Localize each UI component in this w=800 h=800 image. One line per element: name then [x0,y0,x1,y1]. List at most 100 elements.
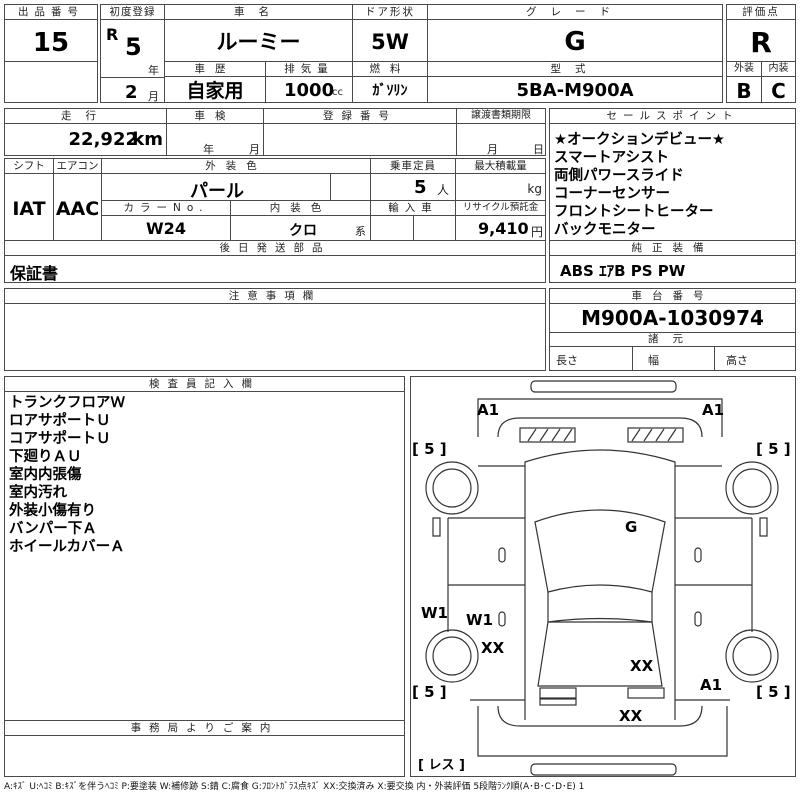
capacity-label: 乗車定員 [371,159,455,174]
exterior-score-label: 外装 [727,62,761,77]
car-name-value: ルーミー [216,30,301,54]
import-car-cell: 輸入車 [370,200,456,241]
spare-tire-mark: [ レス ] [418,758,465,773]
car-name-cell: 車名 ルーミー [164,4,353,62]
first-registration-label: 初度登録 [101,5,164,20]
registration-divider [101,77,164,78]
color-number-value: W24 [146,219,186,238]
interior-score-value: C [771,79,786,103]
color-number-label: カラーNo. [102,201,230,216]
transfer-month-unit: 月 [487,143,498,156]
damage-code-legend: A:ｷｽﾞ U:ﾍｺﾐ B:ｷｽﾞを伴うﾍｺﾐ P:要塗装 W:補修跡 S:錆 … [4,782,585,792]
model-value: 5BA-M900A [516,80,634,101]
damage-mark-front-left: A1 [477,401,500,419]
car-diagram-panel [410,376,796,777]
damage-mark-windshield: G [625,518,638,536]
era-value: R [106,25,119,44]
displacement-cell: 排気量 1000 cc [265,61,353,103]
car-name-label: 車名 [165,5,352,20]
inspector-note-line: バンパー下Ａ [9,521,97,537]
history-cell: 車歴 自家用 [164,61,266,103]
specs-label: 諸元 [550,333,795,347]
shift-label: シフト [5,159,53,174]
max-load-label: 最大積載量 [456,159,545,174]
year-value: 5 [125,33,142,61]
transfer-deadline-label: 譲渡書類期限 [457,109,545,124]
max-load-unit: kg [527,182,542,196]
inspection-label: 車検 [167,109,263,124]
lot-number-value: 15 [32,28,70,58]
displacement-label: 排気量 [266,62,352,77]
recycle-fee-label: リサイクル預託金 [456,201,545,216]
tire-mark-rear-left: [ 5 ] [412,683,447,701]
inspector-note-line: ホイールカバーＡ [9,539,125,555]
damage-mark-left-side: W1 [421,604,448,622]
inspector-note-line: コアサポートＵ [9,431,111,447]
specs-divider [632,347,633,370]
interior-score-label: 内装 [762,62,795,77]
chassis-number-value: M900A-1030974 [581,306,764,330]
capacity-value: 5 [414,177,427,198]
month-unit: 月 [148,90,159,103]
aircon-value: AAC [55,198,100,220]
fuel-cell: 燃料 ｶﾞｿﾘﾝ [352,61,428,103]
exterior-color-value: パール [190,181,244,202]
displacement-unit: cc [332,87,343,98]
tire-mark-rear-right: [ 5 ] [756,683,791,701]
lot-number-label: 出品番号 [5,5,97,20]
inspector-note-line: トランクフロアＷ [9,395,125,411]
sales-point-item: ★オークションデビュー★ [554,132,725,148]
color-number-cell: カラーNo. W24 [101,200,231,241]
sales-point-item: フロントシートヒーター [554,204,714,220]
recycle-fee-value: 9,410 [478,219,529,238]
later-parts-cell: 後日発送部品 保証書 [4,240,546,283]
import-car-divider [413,216,414,240]
capacity-cell: 乗車定員 5 人 [370,158,456,201]
inspection-year-unit: 年 [203,143,214,156]
specs-height-label: 高さ [726,354,748,367]
exterior-color-cell: 外装色 パール [101,158,371,202]
specs-width-label: 幅 [648,354,659,367]
interior-color-unit: 系 [355,225,366,238]
interior-score-cell: 内装 C [761,61,796,103]
score-cell: 評価点 R [726,4,796,62]
recycle-fee-unit: 円 [531,225,544,239]
exterior-score-value: B [736,79,752,103]
fuel-value: ｶﾞｿﾘﾝ [372,83,408,99]
exterior-color-label: 外装色 [102,159,370,174]
recycle-fee-cell: リサイクル預託金 9,410 円 [455,200,546,241]
equipment-label: 純正装備 [550,241,795,256]
office-notice-cell: 事務局よりご案内 [4,720,405,777]
inspector-note-line: ロアサポートＵ [9,413,111,429]
tire-mark-front-right: [ 5 ] [756,440,791,458]
grade-label: グレード [428,5,722,20]
interior-color-label: 内装色 [231,201,370,216]
equipment-cell: 純正装備 ABS ｴｱB PS PW [549,240,796,283]
tire-mark-front-left: [ 5 ] [412,440,447,458]
lot-extra-cell [4,61,98,103]
sales-points-label: セールスポイント [550,109,795,124]
damage-mark-rear-bumper: XX [619,707,643,725]
door-label: ドア形状 [353,5,427,20]
displacement-value: 1000 [284,80,335,101]
history-label: 車歴 [165,62,265,77]
sales-point-item: スマートアシスト [554,150,669,166]
inspector-notes-cell: 検査員記入欄 トランクフロアＷ ロアサポートＵ コアサポートＵ 下廻りＡＵ 室内… [4,376,405,721]
later-parts-label: 後日発送部品 [5,241,545,256]
registration-number-label: 登録番号 [264,109,456,124]
damage-mark-front-right: A1 [702,401,725,419]
grade-cell: グレード G [427,4,723,62]
inspector-note-line: 下廻りＡＵ [9,449,82,465]
later-parts-value: 保証書 [10,264,59,283]
score-label: 評価点 [727,5,795,20]
capacity-unit: 人 [437,183,450,197]
model-cell: 型式 5BA-M900A [427,61,723,103]
year-unit: 年 [148,64,159,77]
inspector-note-line: 外装小傷有り [9,503,96,519]
transfer-deadline-cell: 譲渡書類期限 月 日 [456,108,546,156]
inspection-cell: 車検 年 月 [166,108,264,156]
transfer-day-unit: 日 [533,143,544,156]
sales-points-cell: セールスポイント ★オークションデビュー★ スマートアシスト 両側パワースライド… [549,108,796,241]
inspector-note-line: 室内汚れ [9,485,67,501]
fuel-label: 燃料 [353,62,427,77]
